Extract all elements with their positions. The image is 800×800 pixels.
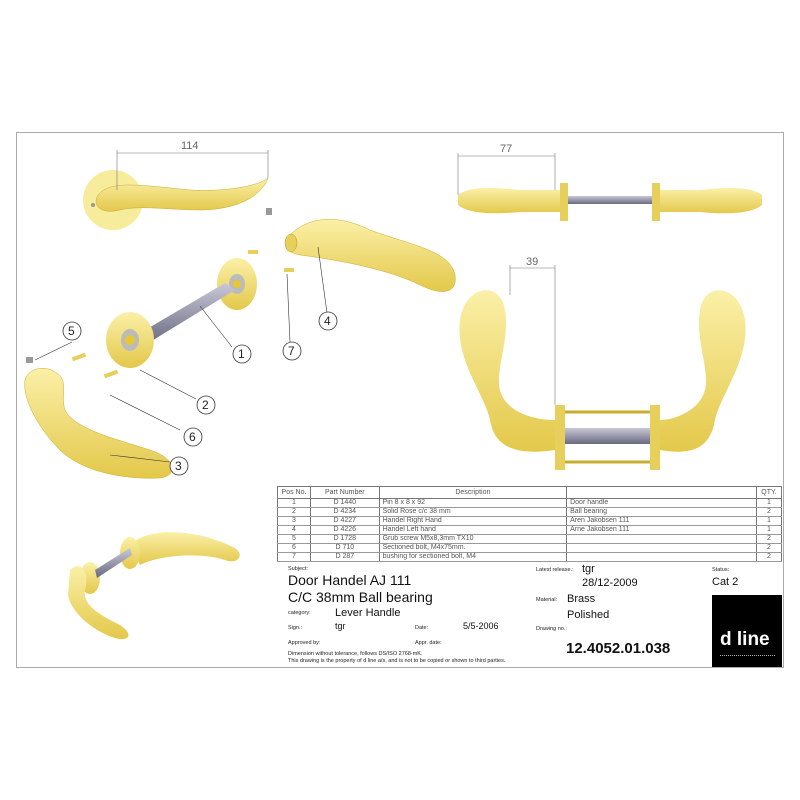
pos: 7 (277, 552, 311, 562)
callout-5: 5 (68, 324, 75, 338)
part-number: D 1728 (309, 534, 380, 544)
part-number: D 4234 (309, 507, 380, 517)
assembled-view (68, 532, 240, 640)
note: Arne Jakobsen 111 (566, 525, 758, 535)
pos: 6 (277, 543, 311, 553)
description: Pin 8 x 8 x 92 (378, 498, 568, 508)
callout-4: 4 (324, 314, 331, 328)
part-number: D 4226 (309, 525, 380, 535)
pos: 2 (277, 507, 311, 517)
logo-text: d line (720, 629, 770, 650)
d-line-logo: d line (712, 595, 782, 667)
header-pos: Pos No. (277, 486, 311, 499)
qty: 1 (756, 516, 782, 526)
finish: Polished (567, 609, 610, 621)
description: Sectioned bolt, M4x75mm. (378, 543, 568, 553)
sign-label: Sign.: (288, 625, 303, 631)
sign: tgr (335, 621, 346, 631)
latest-release-date: 28/12-2009 (582, 577, 638, 589)
drawing-frame (16, 132, 784, 668)
pos: 5 (277, 534, 311, 544)
pos: 4 (277, 525, 311, 535)
drawing-no-label: Drawing no.: (536, 626, 567, 632)
description: Grub screw M5x8,3mm TX10 (378, 534, 568, 544)
latest-release-by: tgr (582, 563, 595, 575)
property-note: This drawing is the property of d line a… (288, 658, 506, 664)
pos: 1 (277, 498, 311, 508)
callout-1: 1 (238, 347, 245, 361)
header-qty: QTY. (756, 486, 782, 499)
logo-tagline (720, 655, 775, 658)
status-label: Status: (712, 567, 730, 573)
material: Brass (567, 593, 596, 605)
dimension-77: 77 (500, 143, 512, 155)
appr-date-label: Appr. date: (415, 640, 442, 646)
material-label: Material: (536, 597, 558, 603)
exploded-view: 1 2 3 4 5 6 7 (24, 208, 456, 479)
description: Solid Rose c/c 38 mm (378, 507, 568, 517)
subject-label: Subject: (288, 566, 308, 572)
note: Door handle (566, 498, 758, 508)
table-header: Pos No. Part Number Description QTY. (277, 486, 782, 499)
subject-line1: Door Handel AJ 111 (288, 572, 412, 588)
category: Lever Handle (335, 607, 401, 619)
dimension-114: 114 (181, 140, 199, 152)
part-number: D 4227 (309, 516, 380, 526)
latest-release-label: Latest release.: (536, 567, 574, 573)
part-number: D 710 (309, 543, 380, 553)
note (566, 552, 758, 562)
drawing-number: 12.4052.01.038 (566, 640, 671, 657)
qty: 1 (756, 525, 782, 535)
subject-line2: C/C 38mm Ball bearing (288, 589, 433, 605)
header-description: Description (378, 486, 568, 499)
category-label: category: (288, 610, 311, 616)
pos: 3 (277, 516, 311, 526)
tolerance-note: Dimension without tolerance, follows DS/… (288, 651, 423, 657)
handle-side-view: 77 (457, 143, 762, 221)
dimension-39: 39 (526, 256, 538, 268)
note (566, 534, 758, 544)
callout-3: 3 (175, 459, 182, 473)
part-number: D 287 (309, 552, 380, 562)
qty: 1 (756, 498, 782, 508)
header-part-number: Part Number (309, 486, 380, 499)
note (566, 543, 758, 553)
status: Cat 2 (712, 576, 739, 588)
date: 5/5-2006 (463, 621, 499, 631)
date-label: Date: (415, 625, 429, 631)
qty: 2 (756, 507, 782, 517)
part-number: D 1440 (309, 498, 380, 508)
handle-top-view: 114 (83, 140, 269, 230)
qty: 2 (756, 552, 782, 562)
callout-2: 2 (202, 398, 209, 412)
header-note (566, 486, 758, 499)
description: Handel Right Hand (378, 516, 568, 526)
qty: 2 (756, 543, 782, 553)
approved-label: Approved by: (288, 640, 321, 646)
qty: 2 (756, 534, 782, 544)
callouts (62, 311, 338, 476)
description: Handel Left hand (378, 525, 568, 535)
callout-6: 6 (189, 430, 196, 444)
note: Ball bearing (566, 507, 758, 517)
callout-7: 7 (288, 344, 295, 358)
note: Aren Jakobsen 111 (566, 516, 758, 526)
description: bushing for sectioned bolt, M4 (378, 552, 568, 562)
handle-front-view: 39 (459, 256, 746, 470)
